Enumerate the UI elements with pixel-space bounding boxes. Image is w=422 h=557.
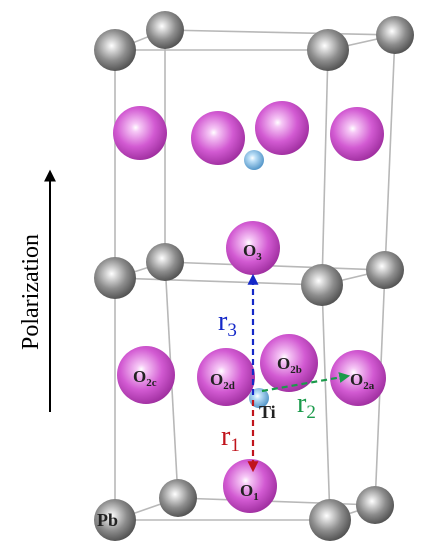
pb-atom xyxy=(356,486,394,524)
pb-atom xyxy=(159,479,197,517)
o-atom-upper xyxy=(330,107,384,161)
o2a-atom xyxy=(330,350,386,406)
o1-atom xyxy=(223,459,277,513)
pb-atom xyxy=(366,251,404,289)
o2c-label: O2c xyxy=(133,367,157,389)
o2d-atom xyxy=(197,348,255,406)
o2b-label: O2b xyxy=(277,354,302,376)
o2d-label: O2d xyxy=(210,370,235,392)
pb-atom xyxy=(146,11,184,49)
o2a-label: O2a xyxy=(350,370,375,392)
r2-arrow xyxy=(261,372,351,393)
pb-atoms xyxy=(94,11,414,541)
upper-layer xyxy=(113,101,384,170)
o-atom-upper xyxy=(191,111,245,165)
pb-label: Pb xyxy=(97,510,118,530)
r2-label: r2 xyxy=(297,388,316,423)
pb-atom xyxy=(301,264,343,306)
polarization-label: Polarization xyxy=(18,234,44,350)
o-atom-upper xyxy=(113,106,167,160)
pb-atom xyxy=(146,243,184,281)
r3-label: r3 xyxy=(218,306,237,341)
o2b-atom xyxy=(260,334,318,392)
pb-atom xyxy=(94,499,136,541)
pb-atom xyxy=(376,16,414,54)
vectors xyxy=(247,273,351,473)
r1-label: r1 xyxy=(221,421,240,456)
o2c-atom xyxy=(117,346,175,404)
o3-atom xyxy=(226,221,280,275)
pb-atom xyxy=(309,499,351,541)
ti-atom-upper xyxy=(244,150,264,170)
ti-label: Ti xyxy=(259,402,276,422)
o-atom-upper xyxy=(255,101,309,155)
o3-label: O3 xyxy=(243,241,262,263)
o1-label: O1 xyxy=(240,481,259,503)
pb-atom xyxy=(307,29,349,71)
pb-atom xyxy=(94,257,136,299)
pb-atom xyxy=(94,29,136,71)
